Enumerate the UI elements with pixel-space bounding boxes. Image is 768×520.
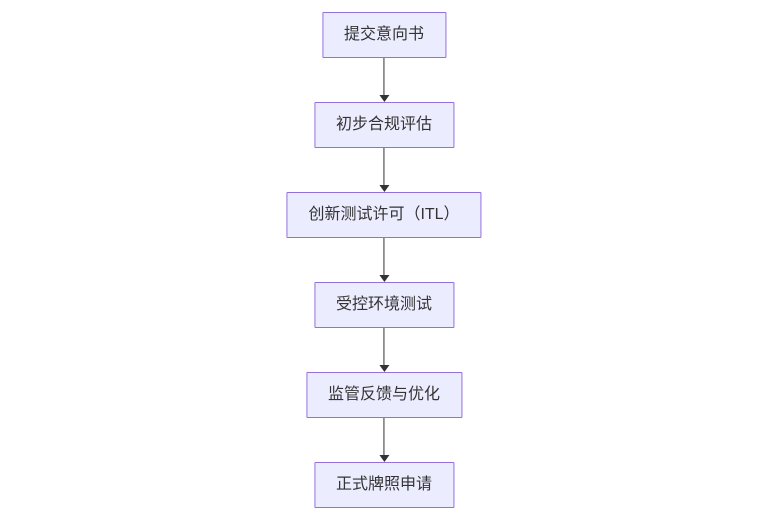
flow-node-submit-intent: 提交意向书: [321, 12, 446, 58]
arrow-line: [383, 418, 385, 455]
arrow-line: [383, 238, 385, 275]
flow-node-license-application: 正式牌照申请: [313, 462, 454, 508]
arrow-line: [383, 328, 385, 365]
flow-node-itl-permit: 创新测试许可（ITL）: [286, 192, 482, 238]
flow-node-controlled-testing: 受控环境测试: [313, 282, 454, 328]
flow-arrow-1: [378, 58, 390, 102]
flowchart: 提交意向书 初步合规评估 创新测试许可（ITL） 受控环境测试: [286, 12, 482, 508]
flow-node-compliance-assessment: 初步合规评估: [313, 102, 454, 148]
flow-node-label: 创新测试许可（ITL）: [308, 206, 460, 223]
flow-arrow-3: [378, 238, 390, 282]
arrow-head-icon: [379, 365, 389, 372]
flow-arrow-2: [378, 148, 390, 192]
arrow-head-icon: [379, 185, 389, 192]
arrow-head-icon: [379, 275, 389, 282]
flow-node-label: 提交意向书: [343, 26, 424, 43]
flow-node-label: 受控环境测试: [335, 296, 432, 313]
arrow-head-icon: [379, 455, 389, 462]
arrow-head-icon: [379, 95, 389, 102]
flow-node-label: 初步合规评估: [335, 116, 432, 133]
flow-node-regulatory-feedback: 监管反馈与优化: [305, 372, 462, 418]
flow-node-label: 监管反馈与优化: [327, 386, 440, 403]
flow-node-label: 正式牌照申请: [335, 476, 432, 493]
arrow-line: [383, 148, 385, 185]
flow-arrow-4: [378, 328, 390, 372]
arrow-line: [383, 58, 385, 95]
flow-arrow-5: [378, 418, 390, 462]
